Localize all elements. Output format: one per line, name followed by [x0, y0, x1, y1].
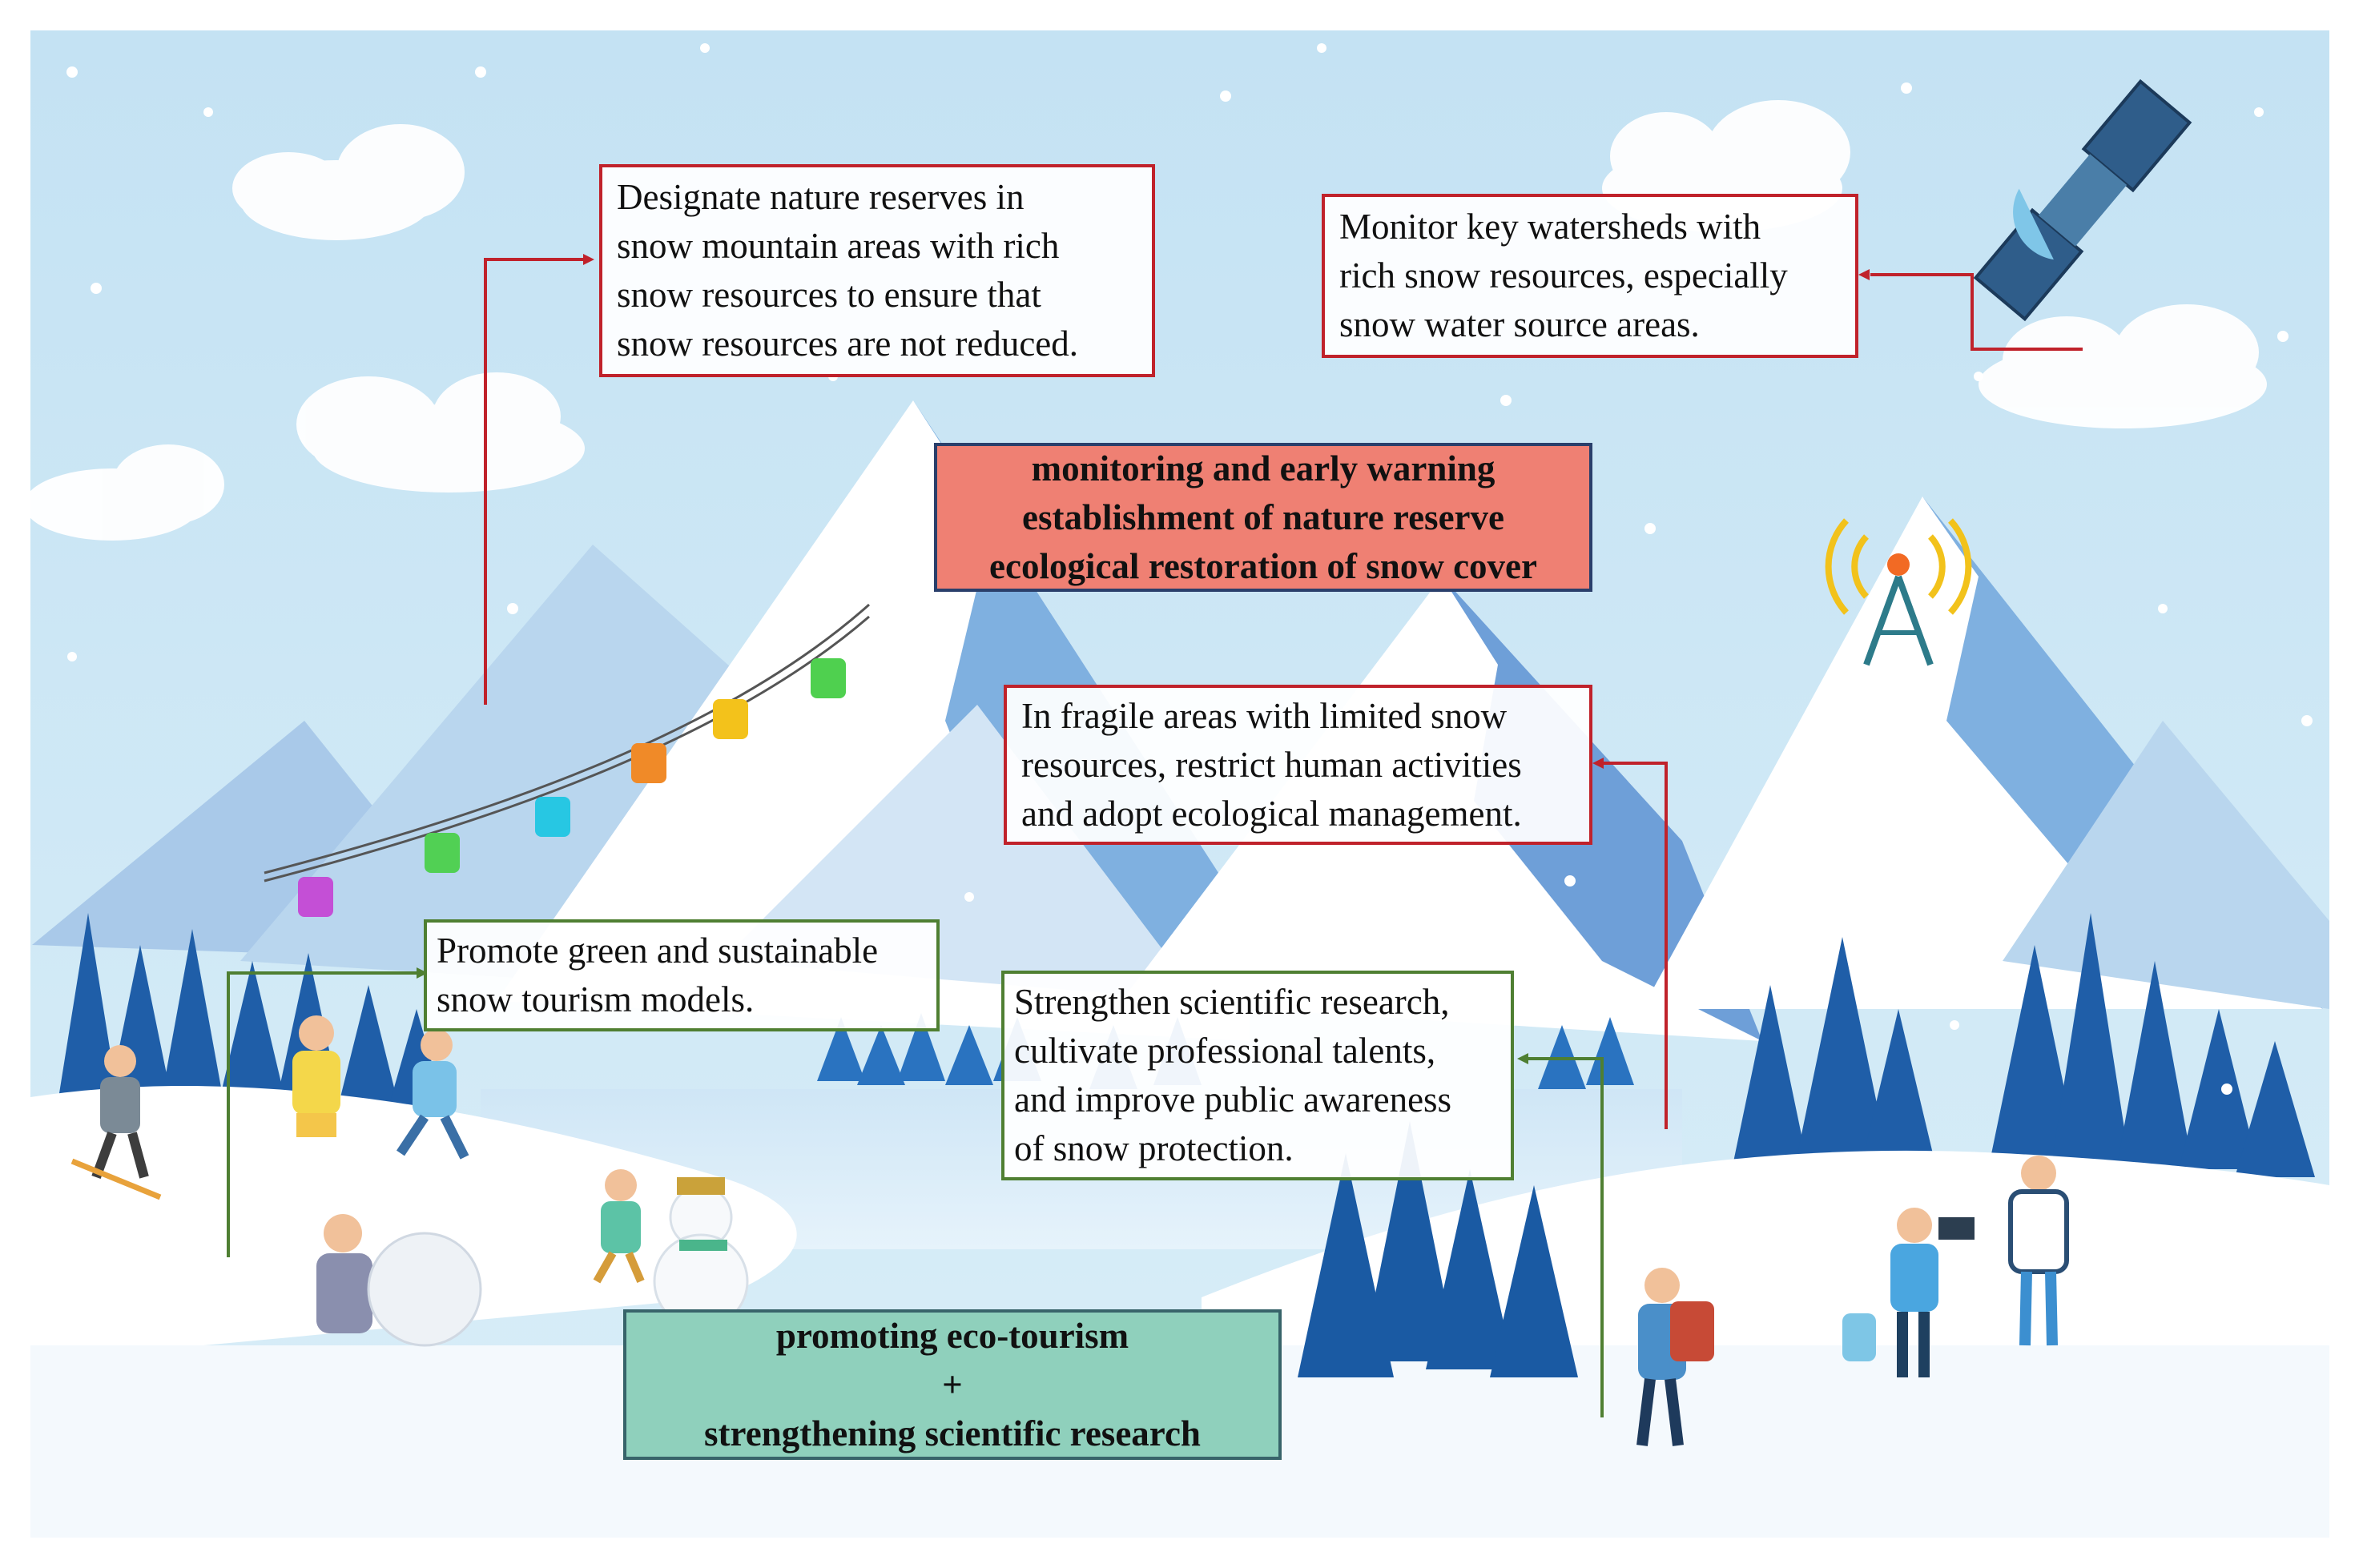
nature-reserve-line: snow mountain areas with rich	[617, 226, 1060, 266]
cloud-icon	[296, 372, 585, 493]
connector-to-nature-reserve	[484, 258, 583, 705]
reporter-icon	[2008, 1156, 2069, 1346]
scientific-research-line: Strengthen scientific research,	[1014, 982, 1450, 1022]
green-tourism-line: snow tourism models.	[437, 979, 755, 1019]
pine-tree-icon	[1730, 913, 2315, 1177]
fragile-areas-line: In fragile areas with limited snow	[1021, 695, 1508, 736]
snowman-icon	[653, 1177, 749, 1329]
monitor-watersheds-box: Monitor key watersheds with rich snow re…	[1322, 194, 1858, 358]
connector-to-scientific-research	[1528, 1057, 1604, 1417]
strategy-title-line: monitoring and early warning	[1031, 448, 1496, 488]
child-icon	[593, 1169, 645, 1284]
fragile-areas-box: In fragile areas with limited snow resou…	[1004, 685, 1592, 845]
red-connectors	[484, 254, 2083, 1129]
eco-tourism-title-box: promoting eco-tourism + strengthening sc…	[623, 1309, 1282, 1460]
cloud-icon	[232, 124, 465, 240]
nature-reserve-box: Designate nature reserves in snow mounta…	[599, 164, 1155, 377]
strategy-title-line: establishment of nature reserve	[1022, 497, 1504, 537]
connector-to-green-tourism	[227, 971, 417, 1257]
scientific-research-line: of snow protection.	[1014, 1128, 1294, 1168]
nature-reserve-line: Designate nature reserves in	[617, 177, 1025, 217]
monitor-watersheds-line: snow water source areas.	[1339, 304, 1700, 344]
fragile-areas-line: and adopt ecological management.	[1021, 793, 1522, 834]
scientific-research-line: cultivate professional talents,	[1014, 1031, 1436, 1071]
snowball-child-icon	[316, 1214, 482, 1347]
satellite-icon	[1973, 78, 2192, 322]
connector-to-monitor-watersheds	[1870, 273, 2083, 351]
cable-car-icon	[264, 603, 870, 917]
cloud-icon	[24, 444, 224, 541]
nature-reserve-line: snow resources are not reduced.	[617, 324, 1079, 364]
signal-tower-icon	[1825, 518, 1972, 666]
camera-operator-icon	[1842, 1208, 1975, 1377]
pine-tree-icon	[1298, 1121, 1578, 1377]
monitor-watersheds-line: Monitor key watersheds with	[1339, 207, 1761, 247]
nature-reserve-line: snow resources to ensure that	[617, 275, 1041, 315]
fragile-areas-line: resources, restrict human activities	[1021, 744, 1522, 785]
green-connectors	[227, 967, 1604, 1417]
scientific-research-line: and improve public awareness	[1014, 1080, 1452, 1120]
hiker-icon	[1636, 1268, 1714, 1446]
cloud-icon	[1979, 304, 2267, 428]
scientific-research-box: Strengthen scientific research, cultivat…	[1001, 971, 1514, 1180]
strategy-title-box: monitoring and early warning establishme…	[934, 443, 1592, 592]
strategy-title-line: ecological restoration of snow cover	[989, 545, 1537, 586]
child-icon	[397, 1029, 469, 1160]
snow-ground-left	[30, 1086, 797, 1361]
skier-icon	[70, 1045, 162, 1200]
connector-to-fragile-areas	[1604, 762, 1668, 1129]
eco-tourism-title-line: promoting eco-tourism	[775, 1315, 1129, 1356]
eco-tourism-title-line: strengthening scientific research	[704, 1413, 1201, 1453]
green-tourism-line: Promote green and sustainable	[437, 931, 879, 971]
child-icon	[292, 1015, 340, 1137]
monitor-watersheds-line: rich snow resources, especially	[1339, 255, 1788, 296]
eco-tourism-title-line: +	[942, 1364, 963, 1405]
green-tourism-box: Promote green and sustainable snow touri…	[424, 919, 940, 1031]
